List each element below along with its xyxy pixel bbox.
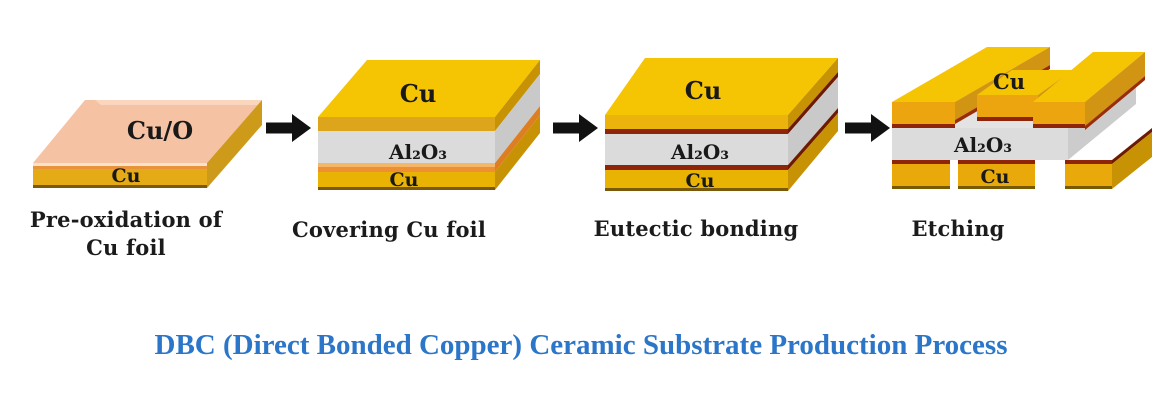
figure-title: DBC (Direct Bonded Copper) Ceramic Subst… xyxy=(154,329,1008,361)
process-diagram: Cu/O Cu Cu Al₂O₃ Cu xyxy=(33,47,1152,192)
stage1-caption-line2: Cu foil xyxy=(86,235,166,260)
stage4-ceramic-front-band xyxy=(892,128,1068,160)
right-arrow-icon xyxy=(845,114,890,142)
stage2-bottom-edge xyxy=(318,187,495,190)
stage4-top-label: Cu xyxy=(993,69,1025,94)
stage-etching: Cu Al₂O₃ Cu xyxy=(892,47,1152,189)
stage-pre-oxidation: Cu/O Cu xyxy=(33,100,262,188)
stage4-right-bar-side-redline xyxy=(1085,76,1145,130)
stage1-front-pale-edge xyxy=(33,163,207,166)
stage4-bottom-label: Cu xyxy=(981,166,1010,188)
stage4-bottom-left-redline xyxy=(892,160,950,164)
stage3-copper-bottom-band xyxy=(605,170,788,188)
stage3-side-red-top xyxy=(788,72,838,134)
stage4-right-bar-redline xyxy=(1033,124,1085,128)
stage1-oxide-top-face xyxy=(33,100,262,163)
stage3-caption: Eutectic bonding xyxy=(556,215,836,243)
stage2-side-orange xyxy=(495,106,540,172)
stage4-left-bar-end-face xyxy=(892,102,955,124)
stage1-front-orange-edge xyxy=(33,166,207,169)
stage3-copper-top-face xyxy=(605,58,838,115)
stage4-bottom-middle-redline xyxy=(958,160,1035,164)
stage-covering-cu-foil: Cu Al₂O₃ Cu xyxy=(318,60,540,191)
stage2-caption: Covering Cu foil xyxy=(249,216,529,244)
stage3-bottom-label: Cu xyxy=(686,170,715,192)
stage3-top-label: Cu xyxy=(685,76,722,105)
stage3-copper-front-band xyxy=(605,115,788,129)
stage3-ceramic-front-band xyxy=(605,134,788,165)
stage4-bottom-left-copper xyxy=(892,164,950,186)
stage2-orange-fade xyxy=(318,163,495,167)
stage1-bottom-edge xyxy=(33,185,207,188)
stage3-side-ceramic xyxy=(788,77,838,165)
stage2-copper-top-face xyxy=(318,60,540,117)
stage4-right-bar-end-face xyxy=(1033,102,1085,124)
stage1-top-label: Cu/O xyxy=(127,116,193,145)
stage4-middle-label: Al₂O₃ xyxy=(953,133,1012,157)
stage4-bottom-right-redline xyxy=(1065,160,1112,164)
right-arrow-icon xyxy=(553,114,598,142)
stage4-bottom-right-side-face xyxy=(1112,132,1152,189)
stage1-copper-front-face xyxy=(33,169,207,185)
stage3-side-copper-top xyxy=(788,58,838,129)
stage2-top-label: Cu xyxy=(400,79,437,108)
stage4-right-bar-side-face xyxy=(1085,52,1145,126)
stage2-orange-band xyxy=(318,167,495,172)
stage3-middle-label: Al₂O₃ xyxy=(670,140,729,164)
stage2-caption-line1: Covering Cu foil xyxy=(291,217,487,242)
stage3-side-copper-bottom xyxy=(788,113,838,191)
stage4-bottom-right-side-redline xyxy=(1112,128,1152,164)
stage2-copper-front-band xyxy=(318,117,495,131)
stage-eutectic-bonding: Cu Al₂O₃ Cu xyxy=(605,58,838,192)
stage4-caption: Etching xyxy=(818,215,1098,243)
stage4-left-bar-redline xyxy=(892,124,955,128)
stage4-middle-bar-end-face xyxy=(977,95,1038,117)
stage4-middle-bar-top-face xyxy=(977,70,1073,95)
stage4-middle-bar-redline xyxy=(977,117,1038,121)
stage4-bottom-middle-edge xyxy=(958,186,1035,189)
stage3-side-red-bottom xyxy=(788,108,838,170)
stage4-bottom-left-edge xyxy=(892,186,950,189)
stage4-left-bar-top-face xyxy=(892,47,1050,102)
stage3-bottom-edge xyxy=(605,188,788,191)
stage4-bottom-middle-copper xyxy=(958,164,1035,186)
stage3-eutectic-line-bottom xyxy=(605,165,788,170)
stage4-bottom-right-copper xyxy=(1065,164,1112,186)
stage2-side-copper-bottom xyxy=(495,115,540,190)
stage3-eutectic-line-top xyxy=(605,129,788,134)
stage2-middle-label: Al₂O₃ xyxy=(388,140,447,164)
right-arrow-icon xyxy=(266,114,311,142)
stage1-bottom-label: Cu xyxy=(112,165,141,187)
stage1-caption-line1: Pre-oxidation of xyxy=(29,207,223,232)
stage2-bottom-label: Cu xyxy=(390,169,419,191)
stage4-caption-line1: Etching xyxy=(911,216,1005,241)
stage1-oxide-highlight xyxy=(95,100,262,105)
stage2-side-ceramic xyxy=(495,74,540,163)
stage1-caption: Pre-oxidation of Cu foil xyxy=(0,206,266,262)
stage4-right-bar-top-face xyxy=(1033,52,1145,102)
stage4-bottom-right-edge xyxy=(1065,186,1112,189)
stage3-caption-line1: Eutectic bonding xyxy=(593,216,799,241)
stage2-copper-bottom-band xyxy=(318,172,495,187)
stage1-right-side-face xyxy=(207,100,262,188)
stage2-ceramic-front-band xyxy=(318,131,495,163)
stage2-side-copper-top xyxy=(495,60,540,131)
